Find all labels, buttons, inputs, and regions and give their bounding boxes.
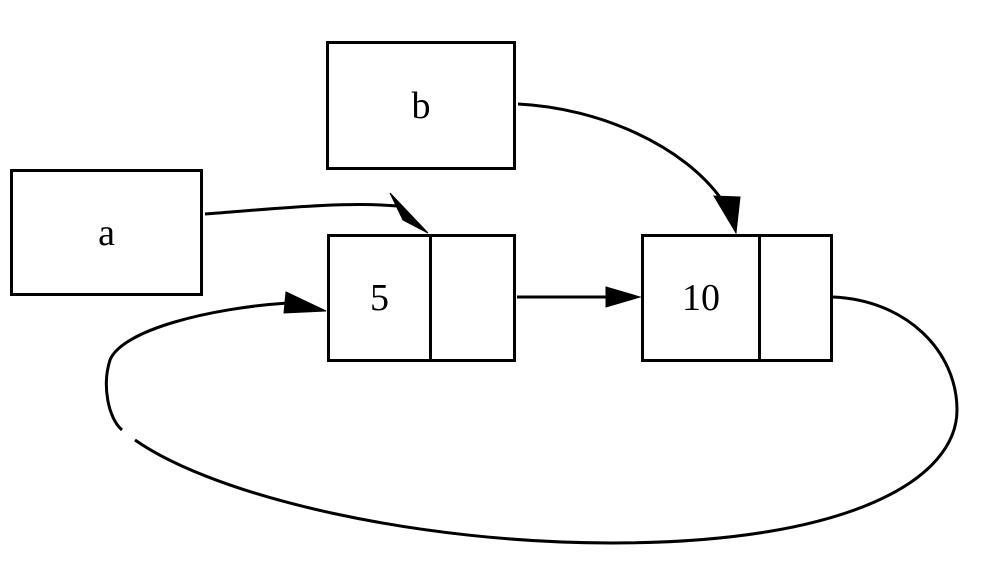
node-5[interactable]: 5 [327, 234, 516, 362]
edge-node10-to-node5-arrowhead [283, 291, 327, 314]
node-10-next-cell[interactable] [758, 237, 836, 359]
edge-node5-to-node10 [517, 286, 642, 308]
edge-a-to-node5-arrowhead [389, 192, 429, 234]
edge-b-to-node10-arrowhead [713, 195, 741, 235]
edge-a-to-node5-path [204, 203, 399, 216]
node-5-next-cell[interactable] [429, 237, 519, 359]
node-5-value-cell[interactable]: 5 [330, 237, 429, 359]
edge-node5-to-node10-arrowhead [605, 286, 642, 308]
node-10[interactable]: 10 [641, 234, 833, 362]
edge-b-to-node10 [517, 102, 741, 235]
edge-b-to-node10-path [517, 102, 724, 201]
edge-a-to-node5 [204, 192, 429, 234]
edge-node10-to-node5-path-tail [104, 301, 289, 432]
node-5-value-label: 5 [370, 277, 389, 319]
node-10-value-cell[interactable]: 10 [644, 237, 758, 359]
box-a-label: a [98, 211, 115, 254]
box-b-label: b [411, 84, 431, 127]
box-b[interactable]: b [326, 41, 516, 170]
box-a[interactable]: a [10, 169, 203, 296]
node-10-value-label: 10 [682, 277, 720, 319]
